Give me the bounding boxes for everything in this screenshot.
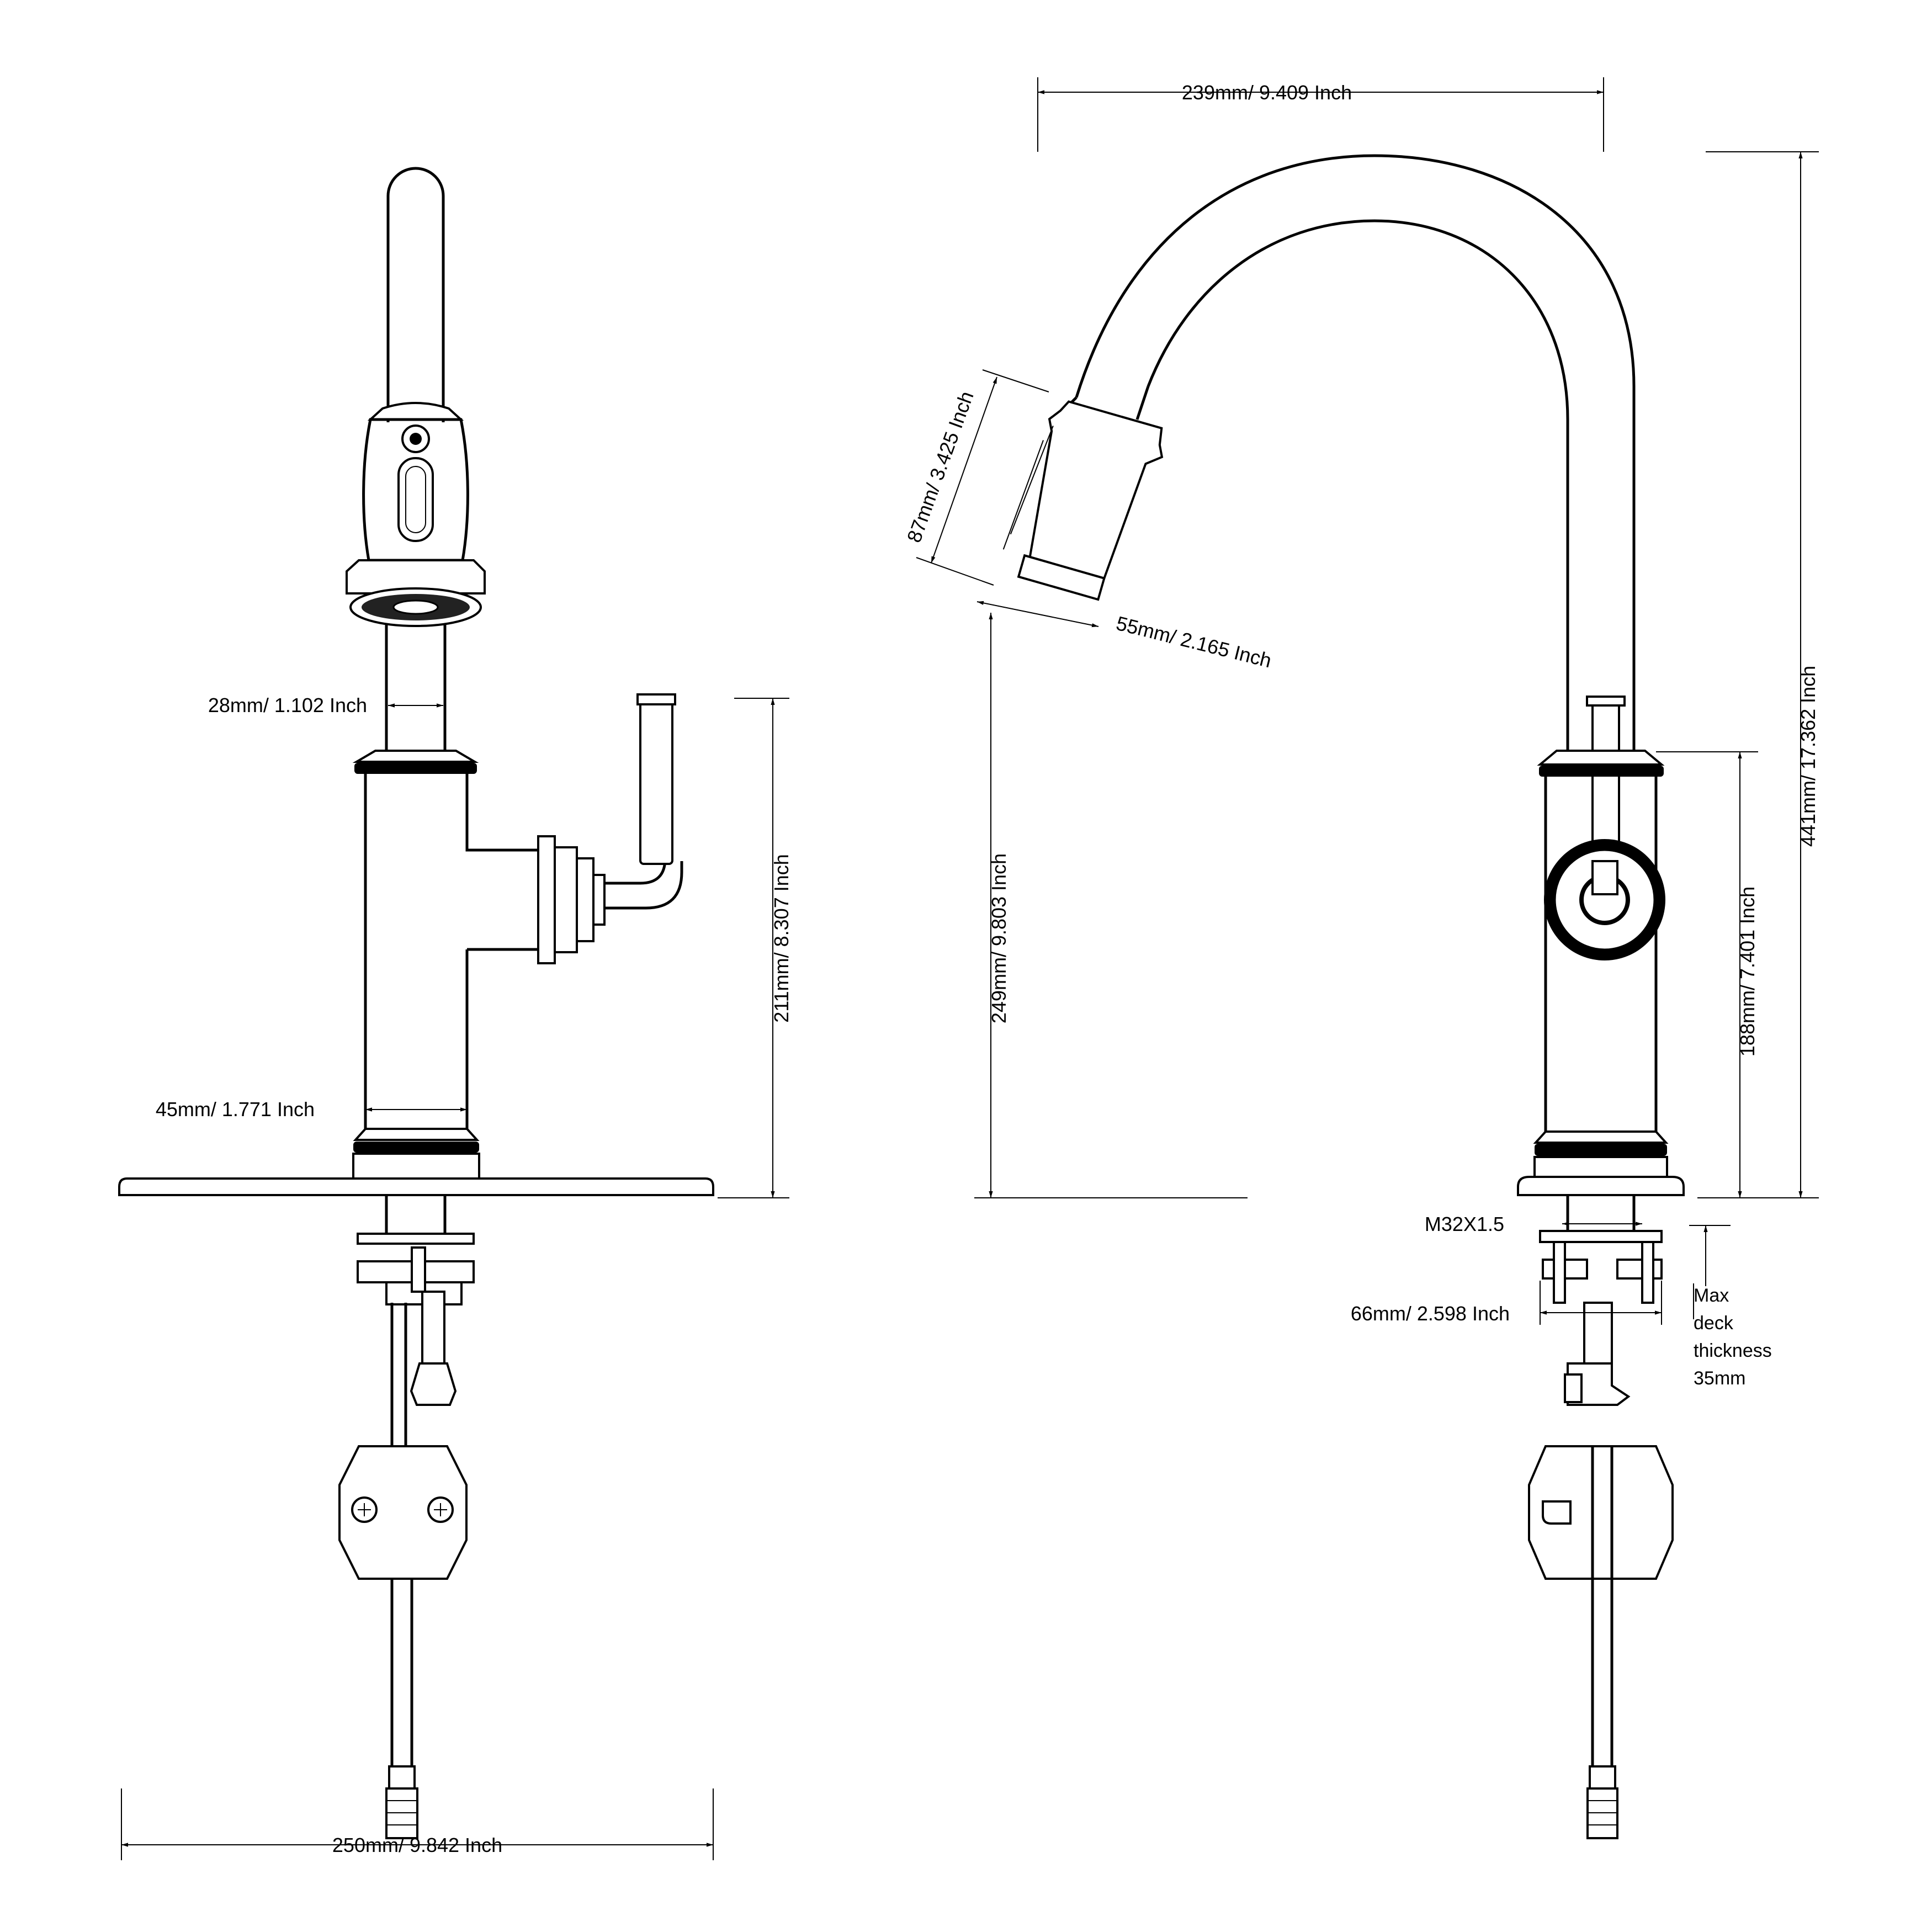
dimension-labels: 239mm/ 9.409 Inch 441mm/ 17.362 Inch 188… xyxy=(156,81,1819,1856)
label-sprayhead-diameter: 55mm/ 2.165 Inch xyxy=(1114,612,1274,672)
label-sprayhead-length: 87mm/ 3.425 Inch xyxy=(903,388,978,545)
label-spout-diameter: 28mm/ 1.102 Inch xyxy=(208,694,367,716)
label-handle-height: 211mm/ 8.307 Inch xyxy=(770,854,793,1023)
label-deck-plate-width: 250mm/ 9.842 Inch xyxy=(332,1834,502,1856)
label-body-height: 188mm/ 7.401 Inch xyxy=(1736,887,1759,1057)
dimension-lines xyxy=(121,77,1819,1860)
label-deck-thickness-3: thickness xyxy=(1694,1340,1772,1361)
label-deck-thickness-1: Max xyxy=(1694,1285,1729,1306)
label-total-height: 441mm/ 17.362 Inch xyxy=(1797,666,1819,847)
label-spout-width: 239mm/ 9.409 Inch xyxy=(1182,81,1352,104)
front-view xyxy=(118,167,714,1839)
label-deck-thickness-2: deck xyxy=(1694,1313,1734,1334)
label-deck-thickness-4: 35mm xyxy=(1694,1368,1745,1389)
label-body-diameter: 45mm/ 1.771 Inch xyxy=(156,1098,315,1121)
label-base-diameter: 66mm/ 2.598 Inch xyxy=(1351,1302,1510,1325)
label-thread-size: M32X1.5 xyxy=(1425,1213,1504,1235)
side-view xyxy=(1002,154,1685,1839)
label-spout-outlet-height: 249mm/ 9.803 Inch xyxy=(988,853,1010,1023)
